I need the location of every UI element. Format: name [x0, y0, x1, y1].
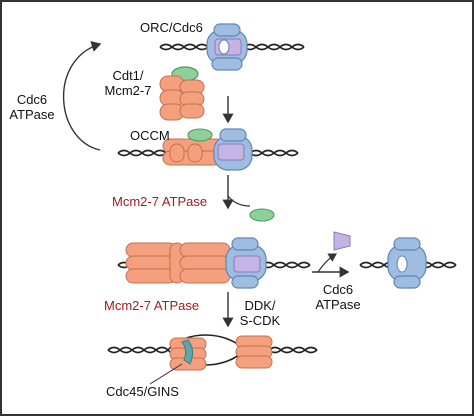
cdc6-release-arrow [317, 253, 338, 273]
orc-bottom-lobe [211, 57, 243, 71]
label-ddk-scdk: DDK/ S-CDK [230, 298, 290, 328]
cdt1-mcm-complex [159, 66, 205, 121]
label-occm: OCCM [130, 128, 170, 143]
label-cdt1-mcm: Cdt1/ Mcm2-7 [104, 68, 152, 98]
label-mcm-atpase-2: Mcm2-7 ATPase [104, 298, 200, 313]
label-cdc6-atpase-left-line2: ATPase [9, 107, 55, 122]
cmg-helicase-left [169, 337, 207, 371]
label-cdc6-atpase-left: Cdc6 ATPase [8, 92, 56, 122]
cdc45-pointer [149, 363, 183, 385]
mcm-double-hexamer [125, 242, 231, 284]
orc-top-lobe [213, 23, 241, 37]
label-cdc6-atpase-right: Cdc6 ATPase [308, 282, 368, 312]
label-cdt1-mcm-line1: Cdt1/ [112, 68, 144, 83]
label-ddk-line1: DDK/ [244, 298, 276, 313]
cmg-helicase-right [235, 335, 273, 369]
released-cdc6 [333, 231, 351, 251]
orc-channel [218, 39, 230, 55]
label-cdc6-atpase-left-line1: Cdc6 [16, 92, 48, 107]
cdt1-in-occm [187, 128, 213, 142]
label-cdc45-gins: Cdc45/GINS [106, 384, 179, 399]
orc-alone [387, 237, 427, 289]
label-orc-cdc6: ORC/Cdc6 [140, 20, 203, 35]
label-ddk-line2: S-CDK [239, 313, 281, 328]
dna-row-4 [107, 334, 318, 366]
label-cdc6-atpase-right-line2: ATPase [315, 297, 361, 312]
label-mcm-atpase-1: Mcm2-7 ATPase [112, 194, 208, 209]
released-cdt1 [249, 208, 275, 222]
orc-cdc6-complex [206, 23, 248, 71]
label-cdc6-atpase-right-line1: Cdc6 [322, 282, 354, 297]
cdt1-release-arrow [227, 195, 251, 207]
occm-complex [162, 128, 253, 171]
mcm-hexamer-1 [159, 75, 205, 121]
cdc45-gins-left [181, 339, 194, 365]
orc-cdc6-bound-row3 [225, 237, 267, 289]
label-cdt1-mcm-line2: Mcm2-7 [104, 83, 152, 98]
cdc6-cycle-arrow [62, 41, 102, 151]
